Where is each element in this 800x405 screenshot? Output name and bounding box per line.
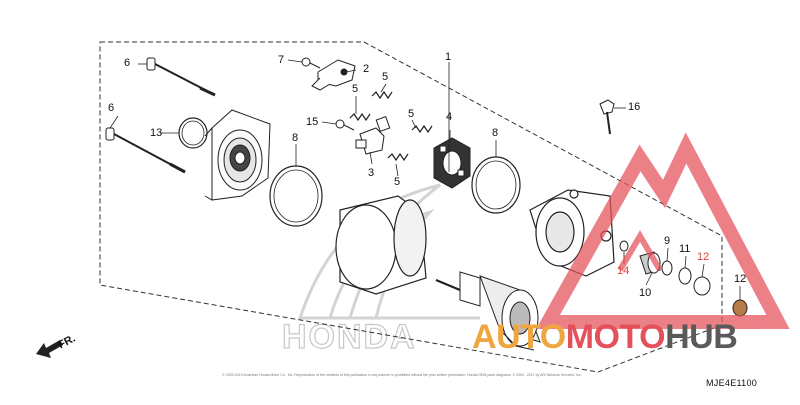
leader-lines [109,59,741,300]
nut-12-upper [693,276,711,296]
part-label-8-a: 8 [292,132,299,144]
part-label-8-b: 8 [492,127,499,139]
part-label-10: 10 [639,287,652,299]
honda-text-watermark: HONDA [282,318,417,356]
o-ring-13-inner [181,120,205,146]
part-label-13: 13 [150,127,163,139]
part-label-12-a: 12 [697,251,710,263]
part-label-15: 15 [306,116,319,128]
part-label-5-a: 5 [382,71,389,83]
part-label-4: 4 [446,111,453,123]
front-direction-arrow [36,340,63,358]
brush-holder-4 [433,137,471,189]
part-label-6-b: 6 [108,102,115,114]
washer-11 [678,267,692,285]
o-ring-8-left [269,165,323,227]
autohub-logo-mark [536,132,790,329]
part-label-16: 16 [628,101,641,113]
washer-9 [661,260,673,276]
brush-spring-4 [387,152,409,162]
part-label-2: 2 [363,63,370,75]
watermark-text-part1: A [472,318,497,356]
motor-yoke [335,195,427,295]
long-bolt-upper [146,57,216,97]
long-bolt-lower [105,127,186,174]
bolt-16 [599,99,615,135]
brush-set-3 [355,116,391,155]
watermark-text-part3: MOTO [565,318,666,356]
part-label-7: 7 [278,54,285,66]
seal-14 [619,240,629,252]
part-label-9: 9 [664,235,671,247]
o-ring-8-right-inner [475,160,517,210]
nut-12-lower [732,299,748,317]
brush-spring-2 [349,112,371,122]
armature [435,271,541,351]
watermark-text-part2: UTO [496,318,566,356]
watermark-text-part4: HUB [665,318,738,356]
part-label-5-b: 5 [352,83,359,95]
part-label-6-a: 6 [124,57,131,69]
o-ring-13 [178,117,208,149]
terminal-bracket-2 [311,59,356,91]
front-cover [529,189,615,277]
part-label-5-d: 5 [394,176,401,188]
diagram-code: MJE4E1100 [706,378,758,388]
screw-7 [301,57,321,69]
o-ring-8-left-inner [273,169,319,223]
screw-15 [335,119,355,131]
copyright-notice: © 2003-2019 American Honda Motor Co., In… [222,373,582,377]
part-label-5-c: 5 [408,108,415,120]
part-label-1: 1 [445,51,452,63]
brush-spring-3 [411,124,433,134]
rear-cover [204,109,271,201]
part-label-14: 14 [617,265,630,277]
part-label-12-b: 12 [734,273,747,285]
autohub-watermark-text: AUTOMOTOHUB [472,318,738,357]
o-ring-8-right [471,156,521,214]
part-label-11: 11 [679,243,691,255]
brush-spring-1 [371,90,393,100]
part-label-3: 3 [368,167,375,179]
